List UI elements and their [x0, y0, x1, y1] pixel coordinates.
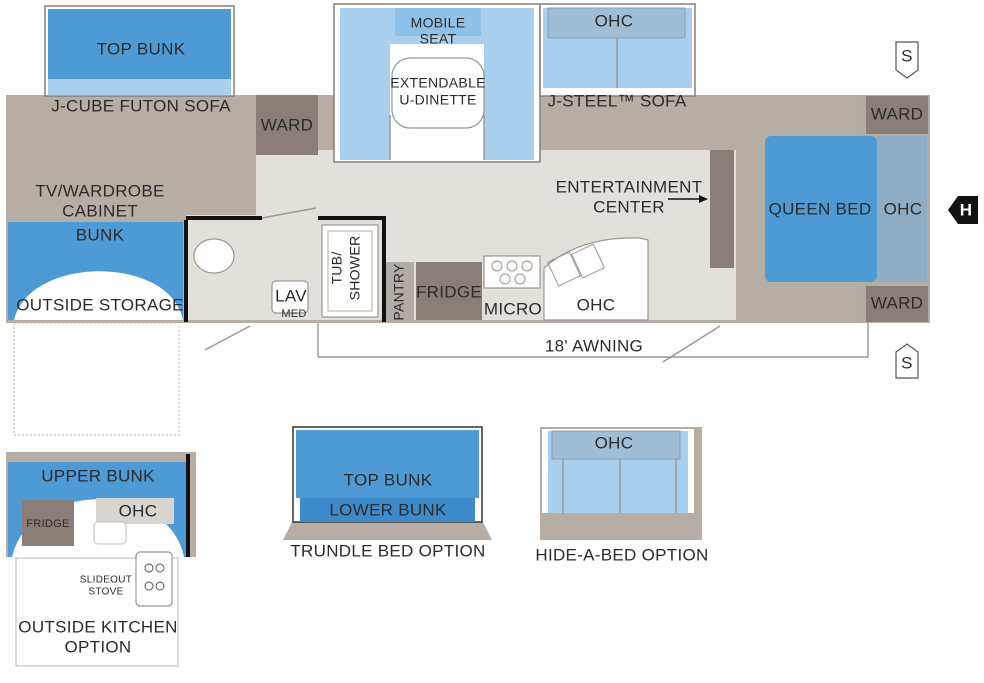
ohc-kitchen-label: OHC — [577, 295, 616, 314]
h-marker-label: H — [960, 200, 973, 219]
dinette-table — [391, 57, 485, 129]
ward-bottom-right-door — [856, 286, 866, 322]
outside-storage-arch — [14, 271, 183, 320]
kitchen-counter — [543, 237, 649, 321]
jcube-sofa-label: J-CUBE FUTON SOFA — [51, 96, 231, 115]
tub-shower — [321, 224, 379, 318]
ward-top-right-door — [856, 96, 866, 134]
ward-left — [256, 95, 318, 155]
bed-ohc — [877, 136, 927, 282]
top-bunk-edge — [48, 79, 231, 95]
ent-label-2: CENTER — [593, 197, 665, 216]
pantry-label: PANTRY — [391, 263, 407, 321]
entertainment-center — [710, 150, 734, 268]
tub-label-1: TUB/ — [329, 251, 345, 284]
dinette-seat-left — [340, 44, 390, 160]
micro-label: MICRO — [484, 299, 542, 318]
kitchen-fridge-label: FRIDGE — [26, 518, 69, 530]
hide-bed-ohc — [551, 430, 681, 460]
bed-ohc-label: OHC — [884, 199, 923, 218]
upper-bunk-label: UPPER BUNK — [41, 466, 155, 485]
s-marker-bottom-label: S — [901, 353, 913, 372]
ohc-top-label: OHC — [595, 11, 634, 30]
lav-label: LAV — [275, 286, 307, 305]
dinette-label-1: EXTENDABLE — [390, 75, 486, 91]
trundle-base — [283, 520, 492, 540]
med-label: MED — [281, 308, 306, 320]
top-bunk-label: TOP BUNK — [97, 39, 186, 58]
ward-left-label: WARD — [261, 115, 314, 134]
ward-bottom-right — [866, 286, 928, 322]
slideout-stove — [135, 551, 173, 607]
ent-label-1: ENTERTAINMENT — [556, 177, 703, 196]
trundle-top-label: TOP BUNK — [344, 470, 433, 489]
kitchen-fridge — [22, 500, 74, 546]
storage-door-swing — [13, 322, 180, 436]
lav-sink — [271, 280, 309, 314]
queen-bed-label: QUEEN BED — [769, 199, 872, 218]
awning-label: 18' AWNING — [545, 336, 643, 355]
ward-top-right-label: WARD — [871, 104, 924, 123]
hide-bed-caption: HIDE-A-BED OPTION — [535, 545, 708, 564]
trundle-top-bunk — [296, 430, 479, 498]
fridge-label: FRIDGE — [416, 282, 482, 301]
trundle-lower-bunk — [300, 498, 475, 522]
trundle-lower-label: LOWER BUNK — [329, 500, 447, 519]
hide-bed-ohc-label: OHC — [595, 433, 634, 452]
tv-cabinet-label-1: TV/WARDROBE — [35, 181, 164, 200]
s-marker-top — [895, 41, 919, 79]
kitchen-sink — [93, 521, 127, 545]
outside-storage-label: OUTSIDE STORAGE — [16, 295, 184, 314]
mobile-seat-label-1: MOBILE — [411, 15, 466, 31]
toilet — [193, 238, 235, 274]
h-marker — [948, 196, 978, 224]
slideout-label-2: STOVE — [88, 587, 123, 598]
tv-cabinet-label-2: CABINET — [62, 201, 138, 220]
bunk-label: BUNK — [76, 225, 125, 244]
mobile-seat-label-2: SEAT — [420, 31, 457, 47]
fridge — [416, 262, 482, 320]
tub-label-2: SHOWER — [347, 236, 363, 301]
trundle-caption: TRUNDLE BED OPTION — [290, 541, 485, 560]
outside-kitchen-label-2: OPTION — [65, 637, 132, 656]
kitchen-ohc — [96, 498, 174, 524]
dinette-seat-top-inner — [395, 8, 481, 36]
s-marker-top-label: S — [901, 46, 913, 65]
outside-kitchen-label-1: OUTSIDE KITCHEN — [18, 617, 177, 636]
ward-bottom-right-label: WARD — [871, 293, 924, 312]
slideout-label-1: SLIDEOUT — [80, 575, 132, 586]
top-bunk-mattress — [48, 9, 231, 79]
ward-top-right — [866, 96, 928, 134]
s-marker-bottom — [895, 343, 919, 379]
jsteel-sofa-label: J-STEEL™ SOFA — [548, 91, 687, 110]
jsteel-ohc — [547, 7, 686, 39]
dinette-seat-right — [484, 44, 534, 160]
kitchen-ohc-label: OHC — [119, 501, 158, 520]
dinette-label-2: U-DINETTE — [399, 92, 476, 108]
pantry — [386, 262, 414, 320]
queen-bed — [765, 136, 877, 282]
